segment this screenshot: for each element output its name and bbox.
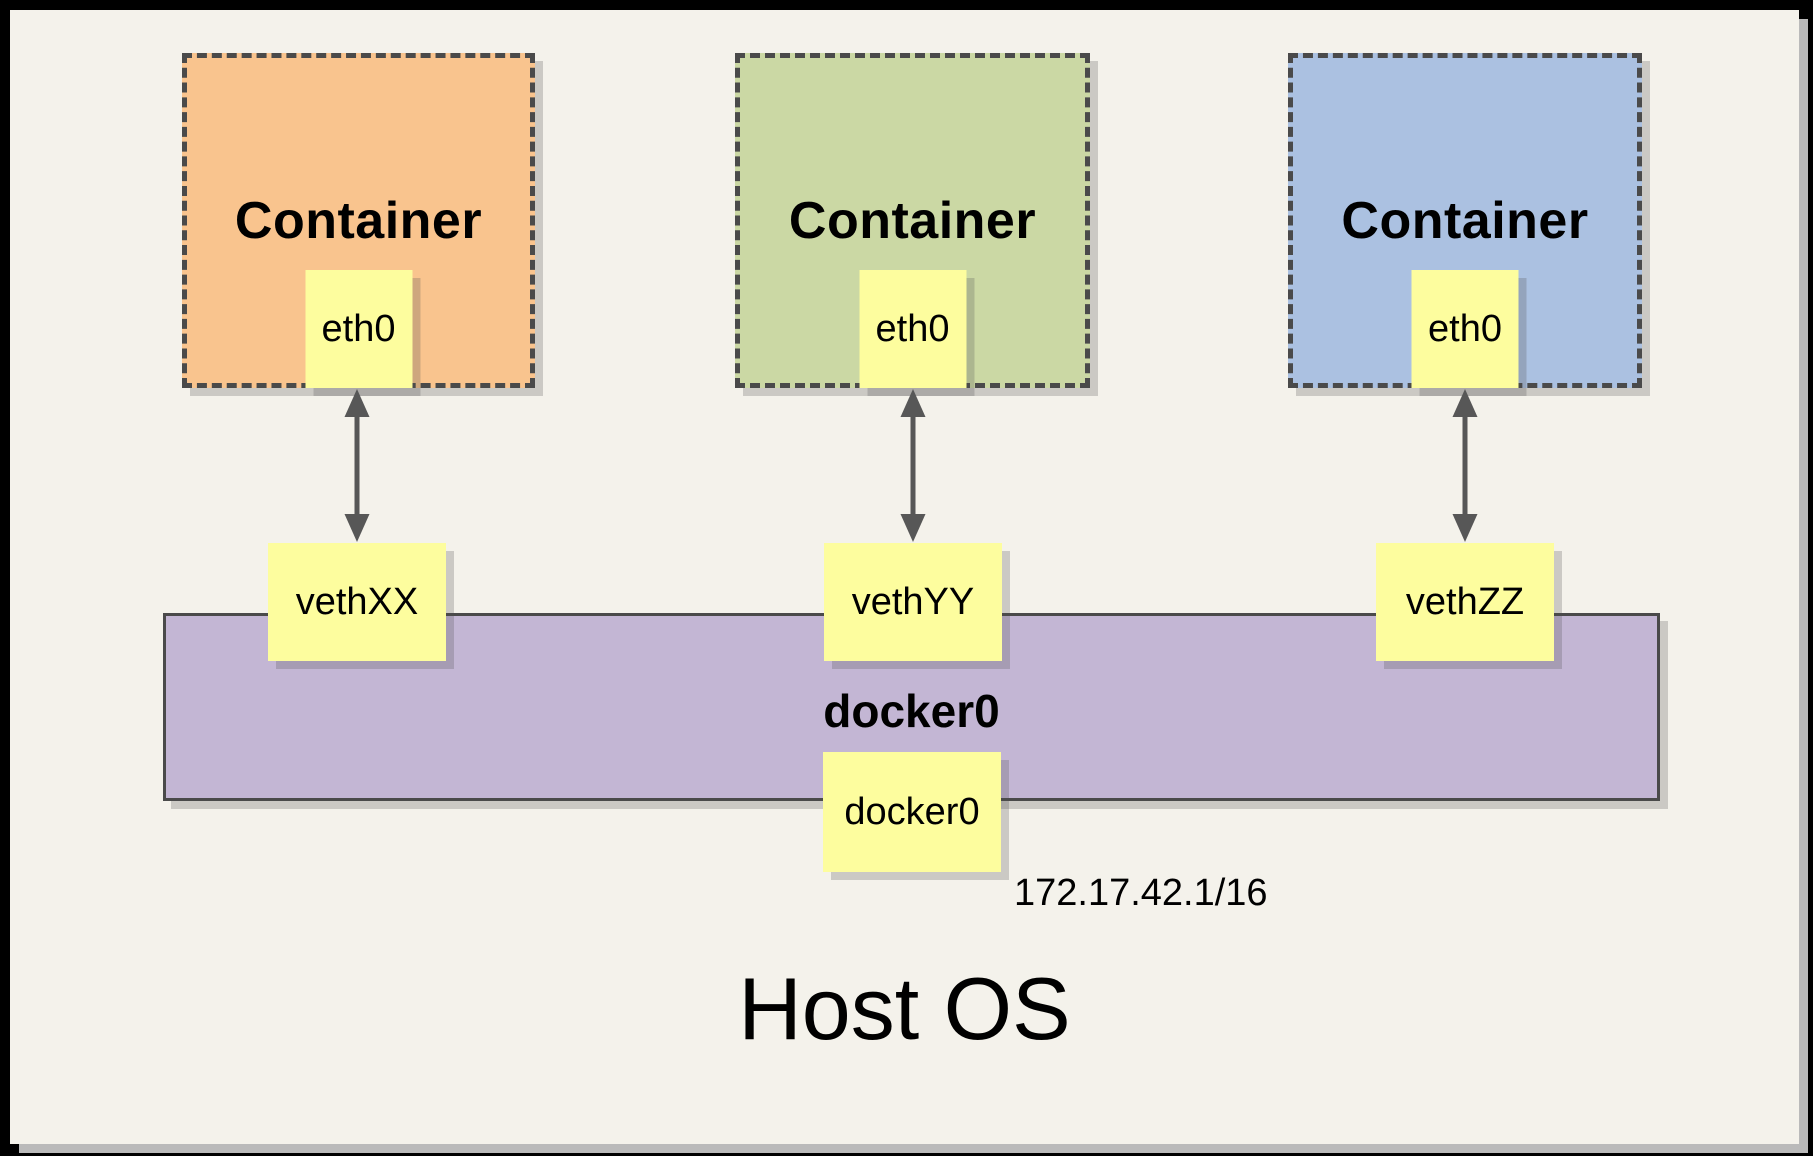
eth0-label-2: eth0	[875, 307, 950, 350]
vethyy-box: vethYY	[824, 543, 1002, 661]
vethzz-label: vethZZ	[1405, 580, 1525, 623]
eth0-veth-arrow-3	[1452, 389, 1478, 542]
container-label-1: Container	[234, 191, 483, 250]
vethyy-label: vethYY	[851, 580, 975, 623]
eth0-label-1: eth0	[321, 307, 396, 350]
container-label-2: Container	[788, 191, 1037, 250]
container-label-3: Container	[1341, 191, 1589, 250]
eth0-label-3: eth0	[1428, 307, 1502, 350]
container-box-3: Container eth0	[1288, 53, 1642, 388]
eth0-veth-arrow-1	[344, 389, 370, 542]
bridge-ip-label: 172.17.42.1/16	[1014, 872, 1268, 914]
container-box-2: Container eth0	[735, 53, 1090, 388]
vethzz-box: vethZZ	[1376, 543, 1554, 661]
docker0-bridge-title: docker0	[823, 685, 1000, 737]
docker0-interface-box: docker0	[823, 752, 1001, 872]
vethxx-box: vethXX	[268, 543, 446, 661]
eth0-box-2: eth0	[859, 270, 966, 388]
host-os-label: Host OS	[738, 959, 1071, 1058]
eth0-veth-arrow-2	[900, 389, 926, 542]
vethxx-label: vethXX	[295, 580, 419, 623]
container-box-1: Container eth0	[182, 53, 535, 388]
docker0-interface-label: docker0	[844, 790, 980, 833]
diagram-canvas: Container eth0 Container eth0 Container …	[10, 10, 1799, 1144]
eth0-box-3: eth0	[1411, 270, 1519, 388]
eth0-box-1: eth0	[305, 270, 412, 388]
